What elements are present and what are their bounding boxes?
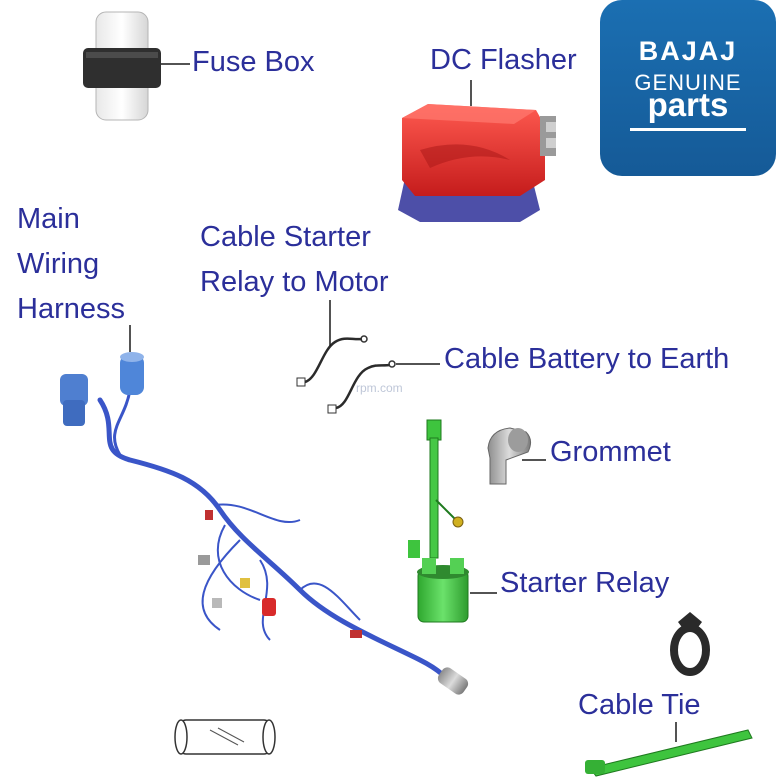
dc-flasher-part <box>398 104 556 222</box>
main-wiring-harness-part <box>60 352 469 695</box>
label-main-line-2: Wiring <box>17 248 100 280</box>
logo-underline <box>630 128 746 131</box>
logo-genuine: GENUINE <box>634 70 742 95</box>
label-cable-tie: Cable Tie <box>578 689 701 721</box>
label-cable-starter-line-2: Relay to Motor <box>200 266 389 298</box>
label-main-line-3: Harness <box>17 293 125 325</box>
label-main-line-1: Main <box>17 203 80 235</box>
logo-parts: parts <box>647 86 729 123</box>
cable-battery-earth-part <box>327 360 396 414</box>
fuse-box-part <box>83 11 161 121</box>
cable-tie-part <box>585 729 753 777</box>
label-cable-starter-relay: Cable Starter Relay to Motor <box>200 215 389 305</box>
bajaj-genuine-parts-logo: BAJAJ GENUINE parts <box>600 0 776 176</box>
label-starter-relay: Starter Relay <box>500 567 670 599</box>
label-fuse-box: Fuse Box <box>192 46 315 78</box>
label-grommet: Grommet <box>550 436 671 468</box>
grommet-part <box>487 427 532 485</box>
label-cable-starter-line-1: Cable Starter <box>200 221 371 253</box>
cable-starter-relay-part <box>296 335 368 387</box>
watermark-text: rpm.com <box>356 381 403 395</box>
tube-part <box>174 719 276 755</box>
logo-brand: BAJAJ <box>638 36 738 66</box>
label-dc-flasher: DC Flasher <box>430 44 577 76</box>
label-main-wiring-harness: Main Wiring Harness <box>17 197 125 332</box>
starter-relay-part <box>408 419 469 623</box>
cable-tie-clip-part <box>670 612 710 676</box>
label-cable-battery-earth: Cable Battery to Earth <box>444 343 730 375</box>
